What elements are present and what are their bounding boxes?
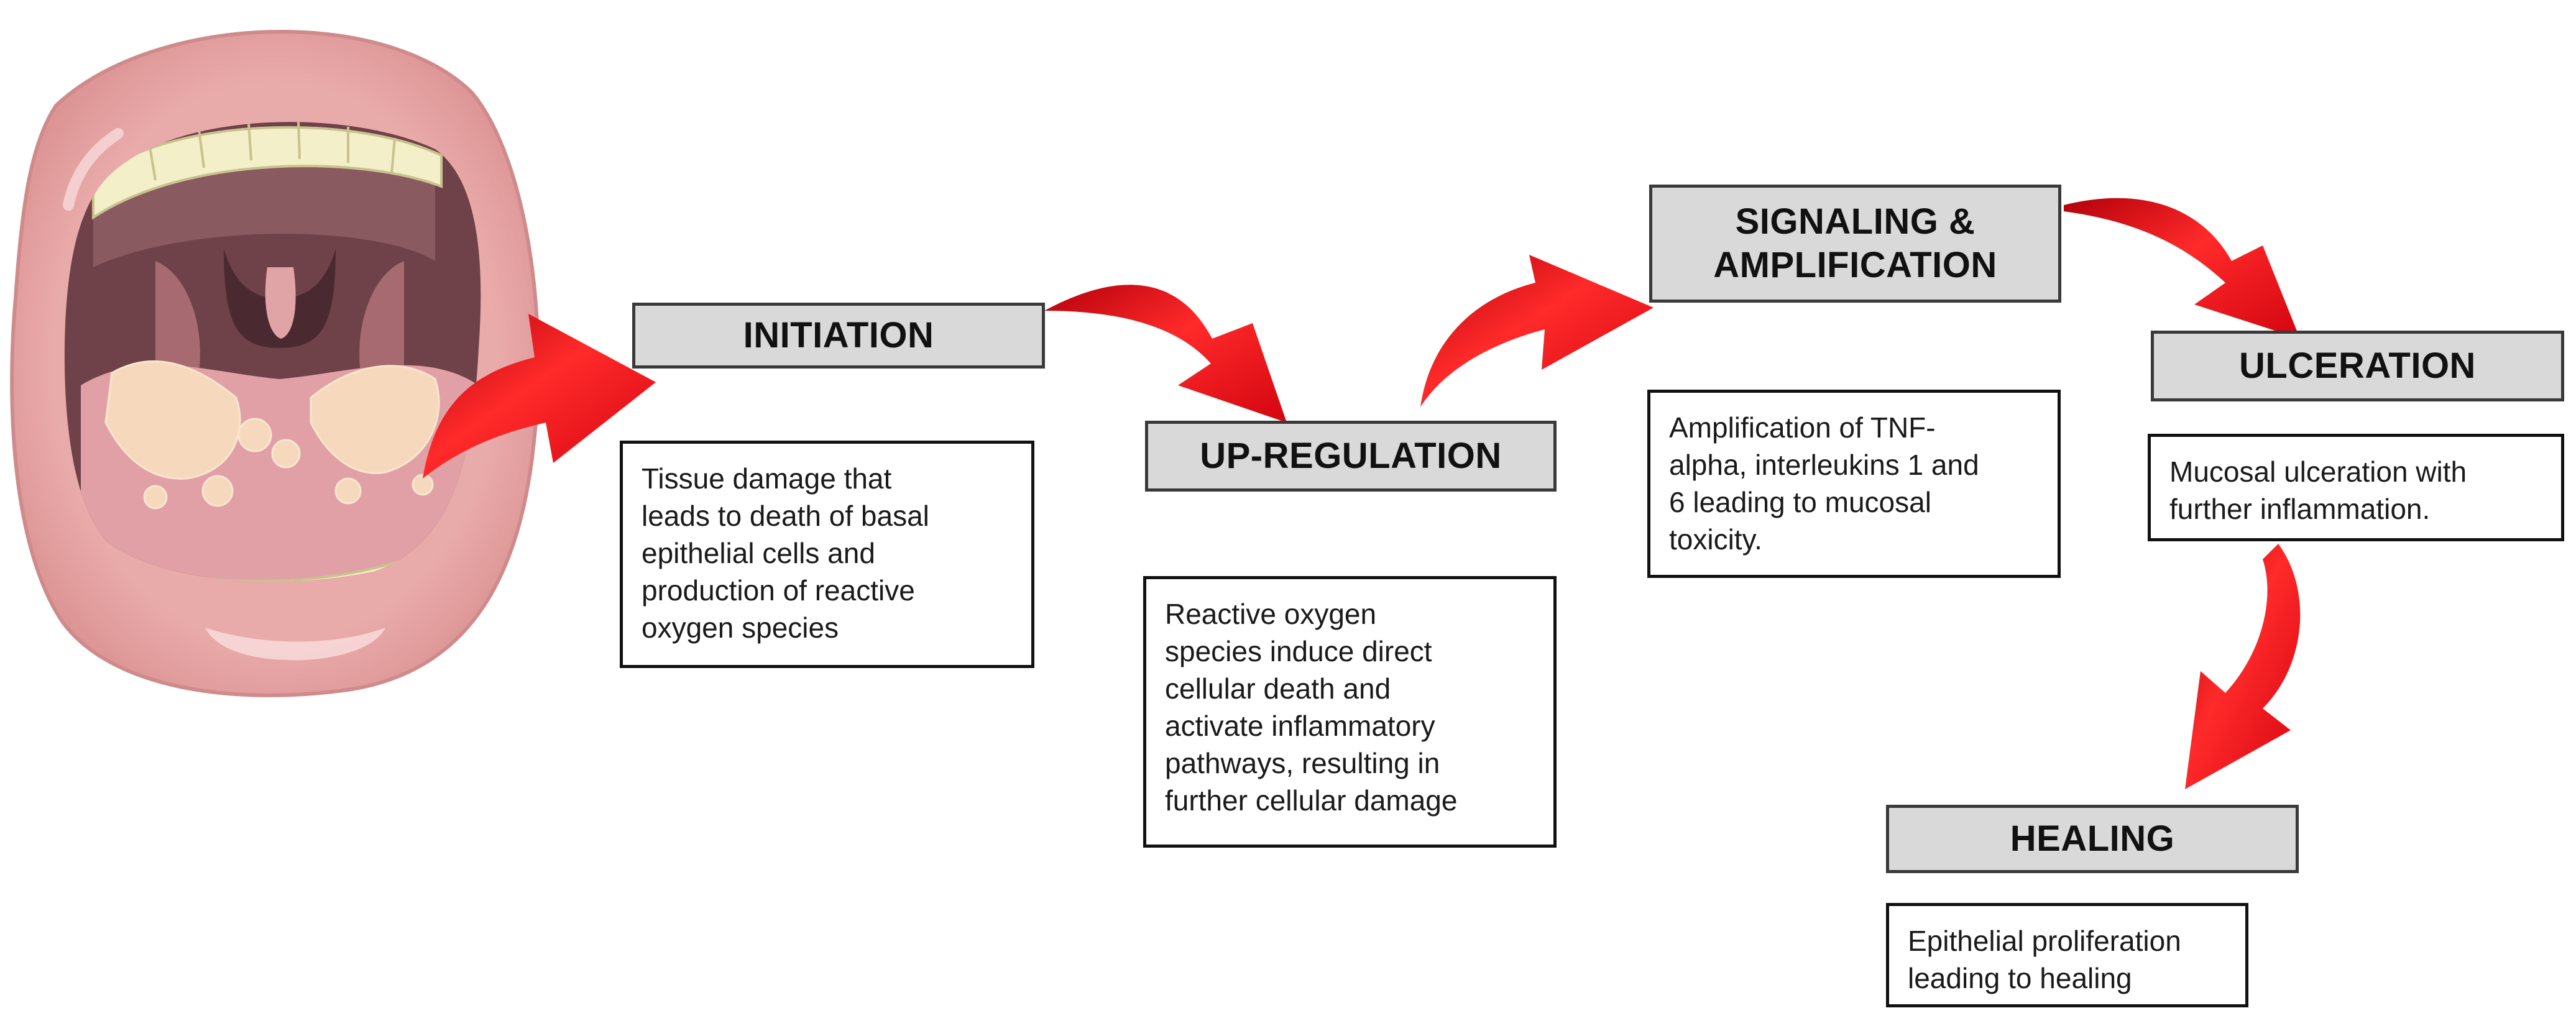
description-line: production of reactive: [642, 574, 915, 607]
stage-title-line: INITIATION: [743, 315, 934, 356]
stage-title-line: AMPLIFICATION: [1713, 245, 1997, 285]
description-line: Mucosal ulceration with: [2169, 456, 2467, 488]
stage-title-line: SIGNALING &: [1735, 201, 1976, 242]
arrow-to-healing-icon: [2185, 544, 2301, 789]
description-line: leading to healing: [1908, 962, 2132, 994]
stage-title-initiation: INITIATION: [632, 303, 1045, 369]
description-line: activate inflammatory: [1165, 710, 1435, 742]
open-mouth-icon: [10, 29, 540, 697]
stage-description-up-regulation: Reactive oxygen species induce direct ce…: [1143, 576, 1557, 848]
description-line: alpha, interleukins 1 and: [1669, 449, 1979, 481]
arrow-to-up-regulation-icon: [1044, 285, 1287, 423]
arrow-to-ulceration-icon: [2064, 198, 2300, 339]
description-line: further inflammation.: [2169, 493, 2431, 525]
description-line: cellular death and: [1165, 672, 1391, 705]
description-line: Epithelial proliferation: [1908, 925, 2181, 957]
description-line: Reactive oxygen: [1165, 598, 1377, 630]
stage-description-initiation: Tissue damage that leads to death of bas…: [620, 441, 1034, 668]
description-line: species induce direct: [1165, 635, 1432, 667]
stage-description-ulceration: Mucosal ulceration with further inflamma…: [2148, 434, 2564, 541]
stage-description-healing: Epithelial proliferation leading to heal…: [1886, 903, 2248, 1007]
stage-title-ulceration: ULCERATION: [2151, 331, 2564, 401]
description-line: leads to death of basal: [642, 500, 929, 532]
description-line: Amplification of TNF-: [1669, 411, 1936, 444]
description-line: Tissue damage that: [642, 462, 892, 495]
arrow-to-signaling-icon: [1420, 255, 1654, 407]
description-line: toxicity.: [1669, 523, 1762, 556]
description-line: oxygen species: [642, 611, 839, 644]
stage-title-up-regulation: UP-REGULATION: [1145, 421, 1557, 492]
stage-title-line: HEALING: [2010, 818, 2175, 859]
stage-title-healing: HEALING: [1886, 805, 2299, 873]
stage-title-signaling-amplification: SIGNALING & AMPLIFICATION: [1649, 185, 2061, 303]
description-line: 6 leading to mucosal: [1669, 486, 1931, 518]
stage-title-line: UP-REGULATION: [1200, 436, 1502, 477]
stage-title-line: ULCERATION: [2239, 346, 2476, 387]
stage-description-signaling-amplification: Amplification of TNF- alpha, interleukin…: [1647, 390, 2061, 578]
description-line: epithelial cells and: [642, 537, 875, 569]
description-line: further cellular damage: [1165, 784, 1458, 817]
description-line: pathways, resulting in: [1165, 747, 1440, 779]
arrow-to-initiation-icon: [423, 314, 656, 479]
